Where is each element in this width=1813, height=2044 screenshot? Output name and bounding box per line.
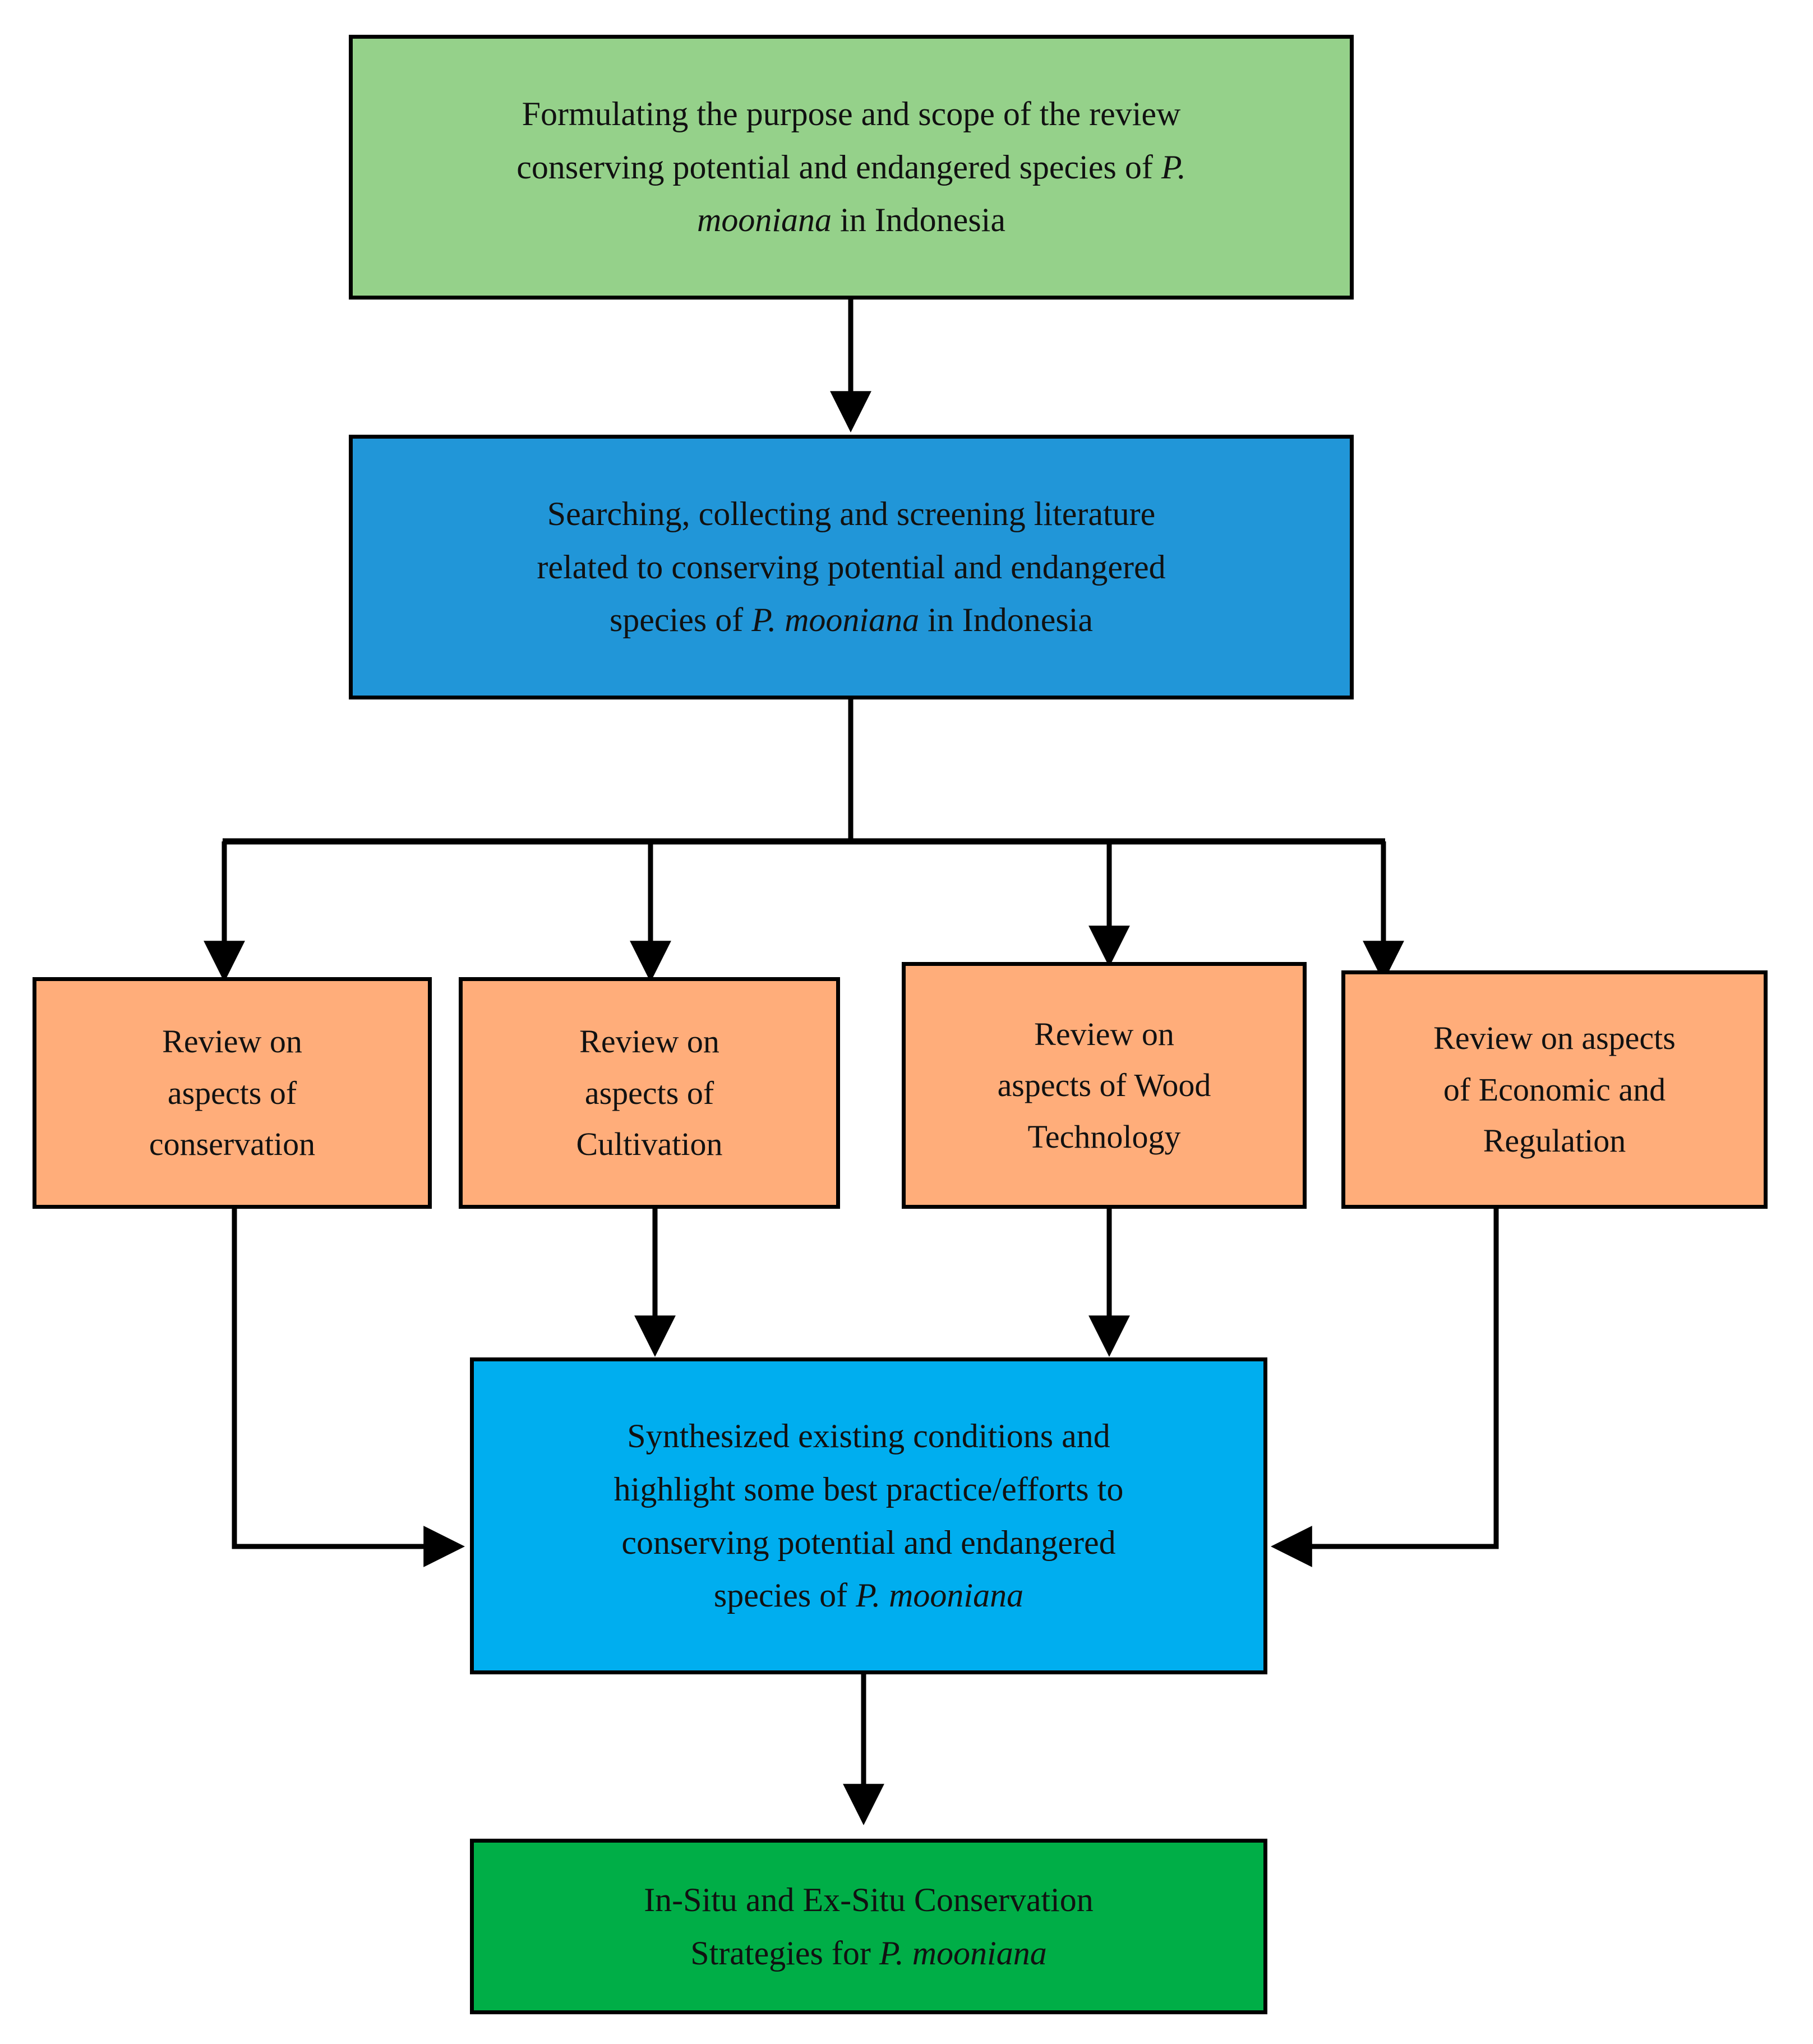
node-objective[interactable]: Formulating the purpose and scope of the… — [349, 35, 1354, 300]
node-objective-label: Formulating the purpose and scope of the… — [516, 95, 1186, 239]
node-literature[interactable]: Searching, collecting and screening lite… — [349, 435, 1354, 699]
edge-literature-to-branch-bar — [223, 699, 1385, 845]
node-literature-label: Searching, collecting and screening lite… — [537, 495, 1166, 639]
edge-review-conservation-to-synthesis — [232, 1209, 465, 1567]
edge-review-economic-regulation-to-synthesis — [1270, 1209, 1499, 1567]
